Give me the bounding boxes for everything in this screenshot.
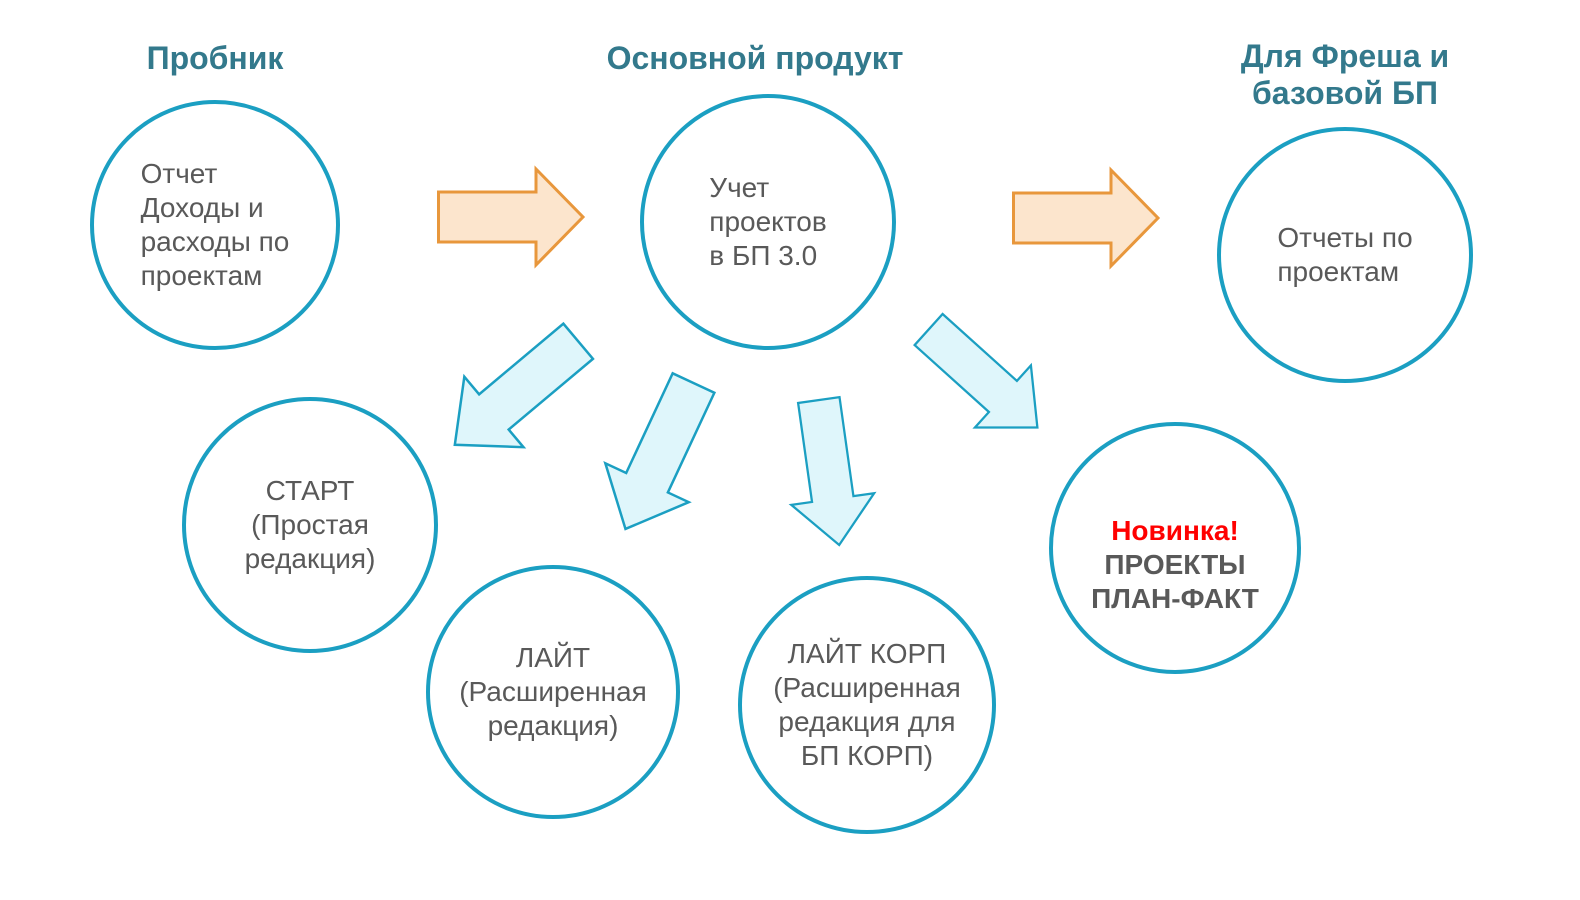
column-header-trial: Пробник <box>146 40 284 76</box>
column-header-fresh: Для Фреша и базовой БП <box>1240 38 1450 111</box>
arrow-down-right-icon <box>913 312 1039 429</box>
arrow-down-left-icon <box>603 371 717 531</box>
circle-fresh-reports: Отчеты по проектам <box>1217 127 1473 383</box>
circle-main-product-label: Учет проектов в БП 3.0 <box>709 172 827 271</box>
circle-lite-edition-label: ЛАЙТ (Расширенная редакция) <box>459 642 647 741</box>
new-badge: Новинка! <box>1111 515 1239 546</box>
arrow-down-icon <box>788 395 877 547</box>
circle-start-edition-label: СТАРТ (Простая редакция) <box>244 475 376 574</box>
circle-trial-report-label: Отчет Доходы и расходы по проектам <box>140 158 290 291</box>
circle-main-product: Учет проектов в БП 3.0 <box>640 94 896 350</box>
circle-plan-fact-title: ПРОЕКТЫ ПЛАН-ФАКТ <box>1091 549 1259 614</box>
arrow-right-icon <box>1012 166 1161 270</box>
circle-fresh-reports-label: Отчеты по проектам <box>1277 222 1413 287</box>
circle-lite-corp-edition: ЛАЙТ КОРП (Расширенная редакция для БП К… <box>738 576 996 834</box>
arrow-right-icon <box>437 165 586 269</box>
circle-plan-fact: Новинка!ПРОЕКТЫ ПЛАН-ФАКТ <box>1049 422 1301 674</box>
arrow-down-left-icon <box>453 321 595 449</box>
column-header-main-product: Основной продукт <box>606 40 904 76</box>
circle-trial-report: Отчет Доходы и расходы по проектам <box>90 100 340 350</box>
circle-plan-fact-label: Новинка!ПРОЕКТЫ ПЛАН-ФАКТ <box>1091 480 1259 616</box>
circle-lite-edition: ЛАЙТ (Расширенная редакция) <box>426 565 680 819</box>
circle-start-edition: СТАРТ (Простая редакция) <box>182 397 438 653</box>
circle-lite-corp-edition-label: ЛАЙТ КОРП (Расширенная редакция для БП К… <box>773 638 961 771</box>
